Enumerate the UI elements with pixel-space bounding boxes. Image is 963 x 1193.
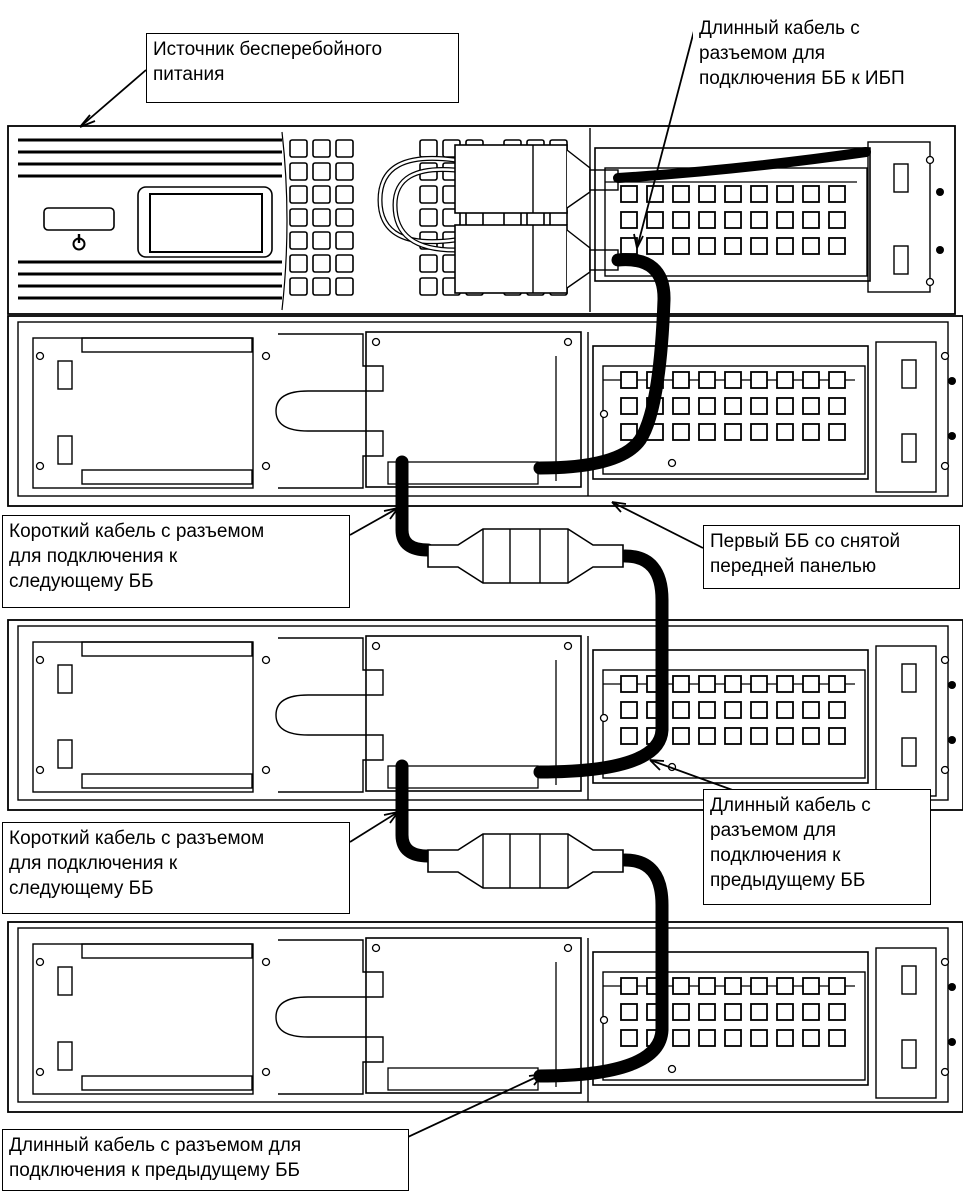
- leader-short-1: [349, 507, 399, 536]
- leader-long-cable-ups: [636, 7, 701, 249]
- battery-module-3: [8, 922, 963, 1112]
- callout-short-cable-2: Короткий кабель с разъемом для подключен…: [2, 822, 350, 914]
- power-icon: [72, 234, 86, 251]
- callout-long-cable-prev-1: Длинный кабель с разъемом для подключени…: [703, 789, 931, 905]
- inline-connector-2: [427, 833, 624, 889]
- cable-bb2-long: [533, 549, 669, 779]
- cable-bb1-short: [395, 455, 435, 557]
- cable-ups-to-bb1: [533, 253, 671, 475]
- callout-short-cable-1: Короткий кабель с разъемом для подключен…: [2, 515, 350, 608]
- leader-first-bb: [611, 501, 704, 549]
- cable-ups-top: [613, 147, 871, 183]
- battery-module-1: [8, 316, 963, 506]
- cable-bb3-long: [533, 853, 669, 1083]
- leader-ups: [79, 69, 147, 128]
- cable-bb2-short: [395, 759, 435, 863]
- callout-long-cable-ups: Длинный кабель с разъемом для подключени…: [693, 6, 963, 102]
- callout-first-bb: Первый ББ со снятой передней панелью: [703, 525, 960, 589]
- callout-ups: Источник бесперебойного питания: [146, 33, 459, 103]
- battery-module-2: [8, 620, 963, 810]
- inline-connector-1: [427, 528, 624, 584]
- leader-short-2: [349, 811, 399, 843]
- callout-long-cable-prev-2: Длинный кабель с разъемом для подключени…: [2, 1129, 409, 1191]
